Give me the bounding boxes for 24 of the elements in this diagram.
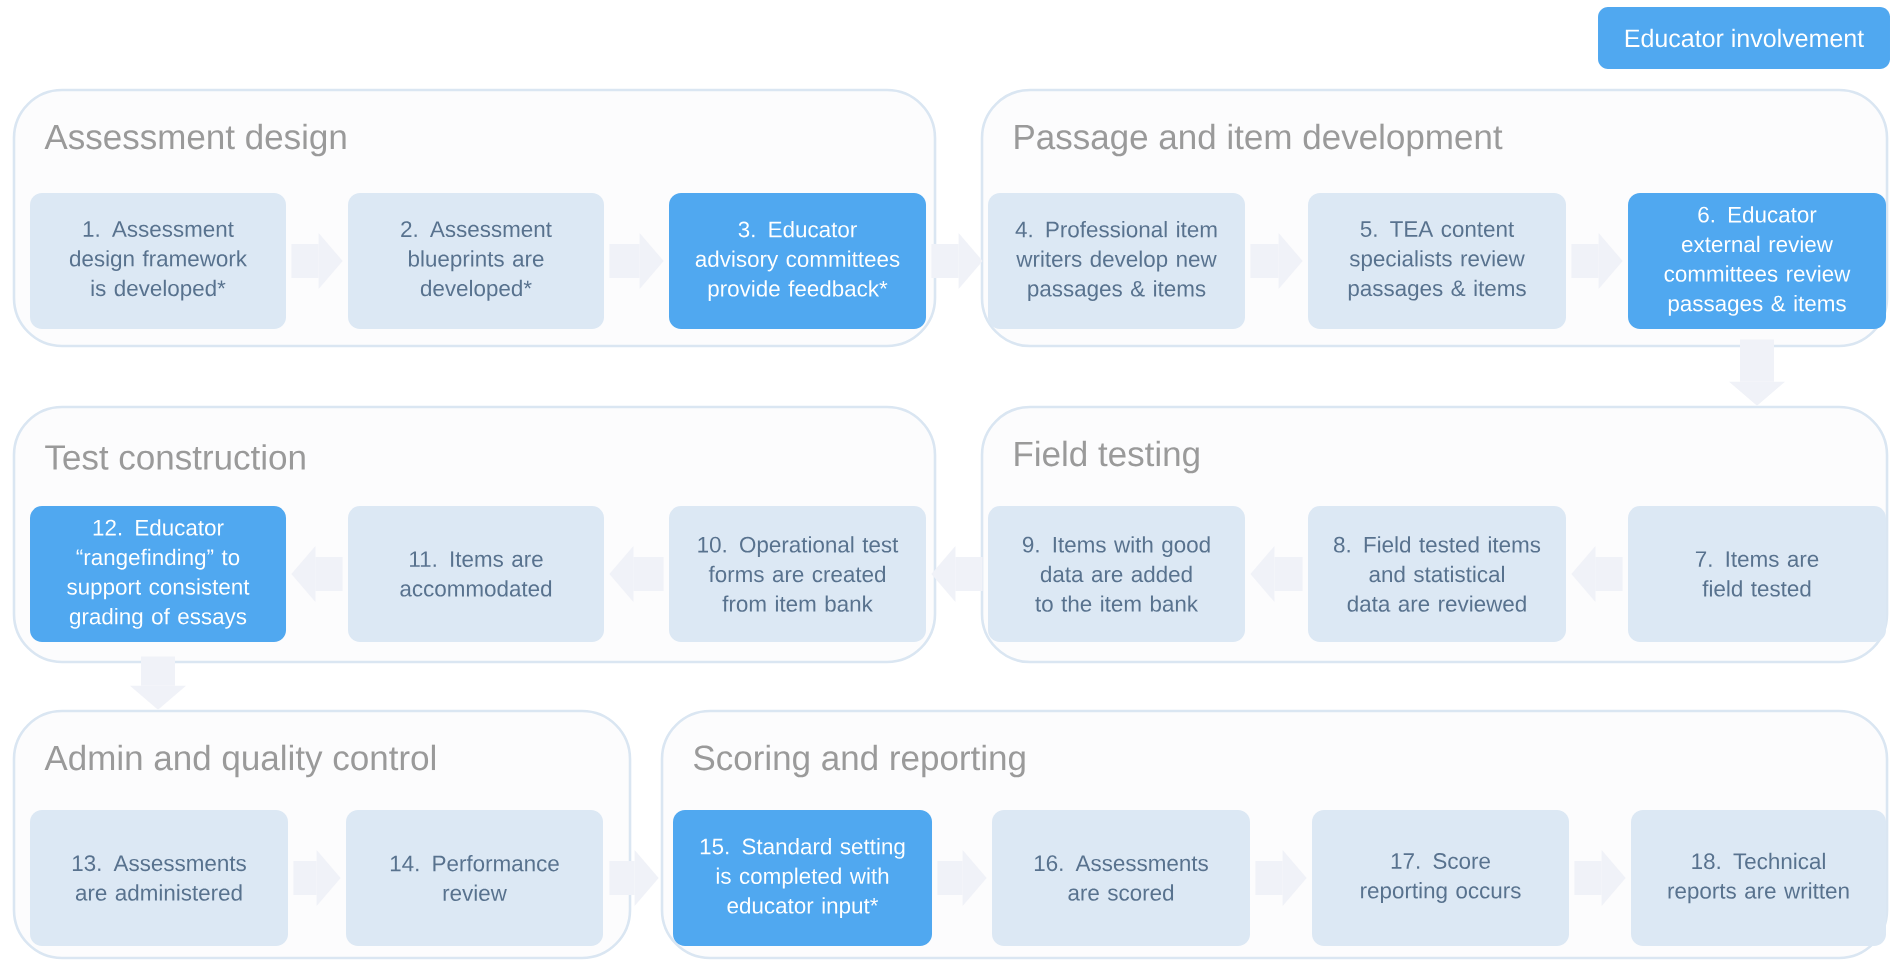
step-box: 9. Items with good data are added to the item bank bbox=[988, 506, 1245, 642]
step-box: 15. Standard setting is completed with educator input* bbox=[673, 810, 932, 946]
block-arrow bbox=[130, 656, 186, 710]
step-box: 14. Performance review bbox=[346, 810, 603, 946]
step-box: 1. Assessment design framework is developed* bbox=[30, 193, 286, 329]
step-box: 8. Field tested items and statistical data are reviewed bbox=[1308, 506, 1566, 642]
step-box: 6. Educator external review committees review passages & items bbox=[1628, 193, 1886, 329]
legend-box: Educator involvement bbox=[1598, 7, 1890, 69]
step-box: 18. Technical reports are written bbox=[1631, 810, 1886, 946]
block-arrow bbox=[609, 850, 659, 906]
step-box: 10. Operational test forms are created from item bank bbox=[669, 506, 926, 642]
step-box: 13. Assessments are administered bbox=[30, 810, 288, 946]
block-arrow bbox=[1729, 339, 1785, 406]
step-box: 17. Score reporting occurs bbox=[1312, 810, 1569, 946]
step-box: 5. TEA content specialists review passages & items bbox=[1308, 193, 1566, 329]
step-box: 2. Assessment blueprints are developed* bbox=[348, 193, 604, 329]
step-box: 16. Assessments are scored bbox=[992, 810, 1250, 946]
step-box: 4. Professional item writers develop new passages & items bbox=[988, 193, 1245, 329]
block-arrow bbox=[931, 546, 983, 602]
step-box: 7. Items are field tested bbox=[1628, 506, 1886, 642]
block-arrow bbox=[931, 233, 983, 289]
step-box: 11. Items are accommodated bbox=[348, 506, 604, 642]
step-box: 12. Educator “rangefinding” to support consistent grading of essays bbox=[30, 506, 286, 642]
step-box: 3. Educator advisory committees provide feedback* bbox=[669, 193, 926, 329]
